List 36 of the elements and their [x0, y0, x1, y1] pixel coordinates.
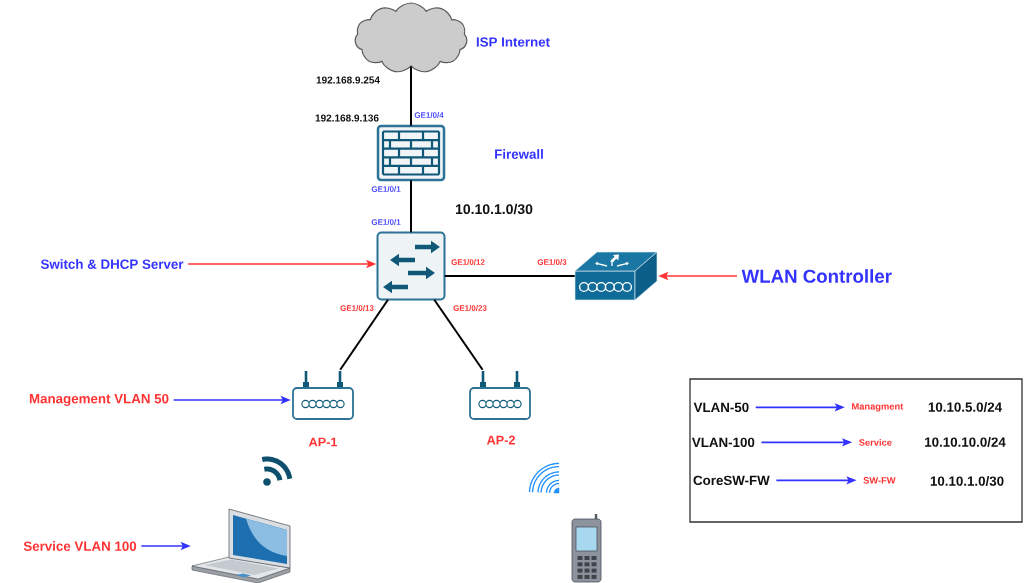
subnet-label: 10.10.1.0/30 — [455, 203, 533, 215]
ip-address: 10.10.1.0/30 — [930, 476, 1004, 486]
callout-text: Management VLAN 50 — [29, 393, 169, 407]
network-link — [443, 275, 576, 277]
network-link — [339, 298, 389, 371]
network-link — [433, 298, 484, 371]
device-label: ISP Internet — [476, 37, 550, 47]
switch-icon — [376, 231, 446, 301]
access-point-icon — [292, 371, 354, 420]
ip-address: 10.10.10.0/24 — [925, 437, 1006, 447]
ip-address: 10.10.5.0/24 — [928, 402, 1002, 412]
device-label: Firewall — [495, 149, 543, 159]
callout-text: Switch & DHCP Server — [40, 259, 184, 269]
port-label: GE1/0/4 — [414, 112, 444, 118]
callout-text: WLAN Controller — [741, 269, 892, 283]
device-label: AP-2 — [486, 435, 515, 445]
mobile-phone-icon — [571, 514, 602, 583]
port-label: GE1/0/1 — [371, 186, 401, 192]
device-label: AP-1 — [308, 437, 338, 447]
purpose-label: SW-FW — [863, 477, 896, 484]
network-link — [410, 179, 412, 234]
port-label: GE1/0/23 — [453, 305, 487, 311]
callout-text: Service VLAN 100 — [23, 541, 137, 551]
network-link — [410, 65, 412, 127]
purpose-label: Managment — [852, 403, 904, 412]
vlan-label: CoreSW-FW — [693, 475, 770, 486]
vlan-label: VLAN-50 — [693, 402, 749, 413]
port-label: GE1/0/13 — [340, 305, 374, 311]
firewall-icon — [376, 124, 446, 182]
access-point-icon — [469, 371, 531, 420]
purpose-label: Service — [859, 438, 892, 446]
info-box — [689, 378, 1023, 523]
laptop-icon — [191, 508, 291, 583]
controller-icon — [574, 251, 658, 301]
cloud-shape — [354, 2, 468, 73]
vlan-label: VLAN-100 — [691, 437, 755, 448]
